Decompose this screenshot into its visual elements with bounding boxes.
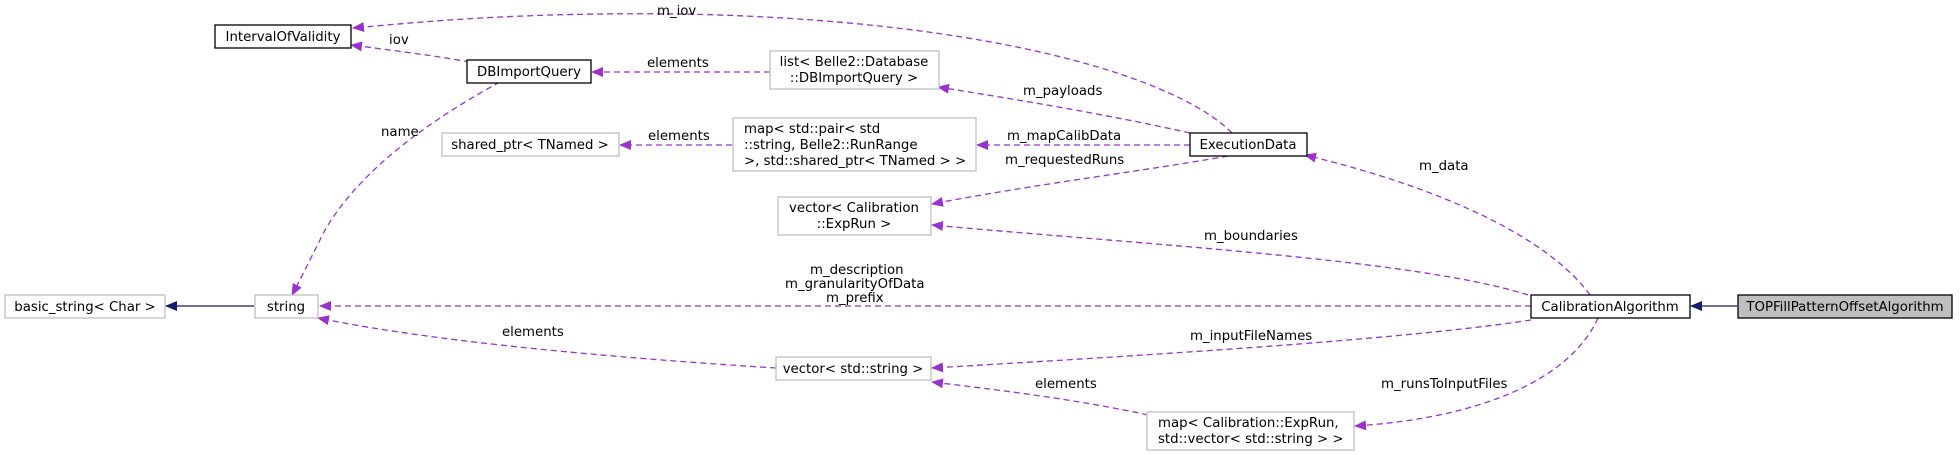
label-m-runstoinputfiles: m_runsToInputFiles <box>1381 377 1508 392</box>
svg-text:string: string <box>267 300 305 315</box>
edge-m-runstoinputfiles <box>1354 317 1599 431</box>
svg-text:>, std::shared_ptr< TNamed > >: >, std::shared_ptr< TNamed > > <box>744 154 966 169</box>
svg-text:::DBImportQuery >: ::DBImportQuery > <box>790 71 918 86</box>
label-elements-list: elements <box>647 56 709 71</box>
label-iov: iov <box>389 33 409 48</box>
label-m-inputfilenames: m_inputFileNames <box>1190 329 1312 344</box>
label-m-description: m_description <box>810 263 904 278</box>
label-m-mapcalibdata: m_mapCalibData <box>1007 129 1121 144</box>
label-m-requestedruns: m_requestedRuns <box>1005 153 1124 168</box>
label-elements-vector: elements <box>1035 377 1097 392</box>
svg-text:vector< Calibration: vector< Calibration <box>789 201 919 216</box>
svg-text:std::vector< std::string > >: std::vector< std::string > > <box>1158 432 1344 447</box>
svg-text:map< std::pair< std: map< std::pair< std <box>744 122 880 137</box>
node-basic-string[interactable]: basic_string< Char > <box>4 294 166 319</box>
svg-text:::string, Belle2::RunRange: ::string, Belle2::RunRange <box>744 138 918 153</box>
svg-text:shared_ptr< TNamed >: shared_ptr< TNamed > <box>451 138 609 153</box>
svg-text:TOPFillPatternOffsetAlgorithm: TOPFillPatternOffsetAlgorithm <box>1745 300 1943 315</box>
label-m-prefix: m_prefix <box>826 291 884 306</box>
node-vector-string[interactable]: vector< std::string > <box>775 356 932 381</box>
edge-elements-string <box>317 315 777 369</box>
edge-m-requestedruns <box>931 155 1229 207</box>
svg-text:basic_string< Char >: basic_string< Char > <box>14 300 155 315</box>
node-top-fill-pattern-offset-algorithm[interactable]: TOPFillPatternOffsetAlgorithm <box>1737 294 1953 319</box>
svg-text:::ExpRun >: ::ExpRun > <box>817 217 892 232</box>
svg-text:CalibrationAlgorithm: CalibrationAlgorithm <box>1541 300 1678 315</box>
edge-m-data <box>1304 152 1591 296</box>
node-map-pair-runrange[interactable]: map< std::pair< std ::string, Belle2::Ru… <box>732 117 977 172</box>
edge-m-inputfilenames <box>931 319 1532 373</box>
svg-text:IntervalOfValidity: IntervalOfValidity <box>226 30 341 45</box>
node-list-db-import-query[interactable]: list< Belle2::Database ::DBImportQuery > <box>769 50 940 90</box>
node-map-exprun-vector[interactable]: map< Calibration::ExpRun, std::vector< s… <box>1146 411 1355 451</box>
label-m-boundaries: m_boundaries <box>1204 229 1298 244</box>
edge-name <box>291 81 501 296</box>
label-m-granularityofdata: m_granularityOfData <box>785 277 925 292</box>
svg-text:list< Belle2::Database: list< Belle2::Database <box>780 55 929 70</box>
node-interval-of-validity[interactable]: IntervalOfValidity <box>214 24 352 49</box>
node-calibration-algorithm[interactable]: CalibrationAlgorithm <box>1530 294 1691 319</box>
label-elements-shared: elements <box>648 129 710 144</box>
edge-iov <box>350 41 471 63</box>
node-execution-data[interactable]: ExecutionData <box>1189 132 1308 157</box>
edge-m-iov <box>352 13 1233 134</box>
svg-text:vector< std::string >: vector< std::string > <box>783 362 924 377</box>
node-shared-ptr-tnamed[interactable]: shared_ptr< TNamed > <box>441 132 620 157</box>
node-db-import-query[interactable]: DBImportQuery <box>466 59 592 84</box>
node-string[interactable]: string <box>254 294 319 319</box>
svg-text:DBImportQuery: DBImportQuery <box>477 65 581 80</box>
label-name: name <box>381 125 419 140</box>
svg-text:map< Calibration::ExpRun,: map< Calibration::ExpRun, <box>1158 416 1339 431</box>
edge-m-boundaries <box>931 221 1529 296</box>
label-m-data: m_data <box>1419 159 1469 174</box>
label-m-iov: m_iov <box>657 4 696 19</box>
label-m-payloads: m_payloads <box>1023 84 1102 99</box>
node-vector-exprun[interactable]: vector< Calibration ::ExpRun > <box>777 196 932 236</box>
edge-elements-vector <box>931 378 1149 416</box>
svg-text:ExecutionData: ExecutionData <box>1200 138 1297 153</box>
label-elements-string: elements <box>502 325 564 340</box>
edge-m-payloads <box>937 83 1191 134</box>
